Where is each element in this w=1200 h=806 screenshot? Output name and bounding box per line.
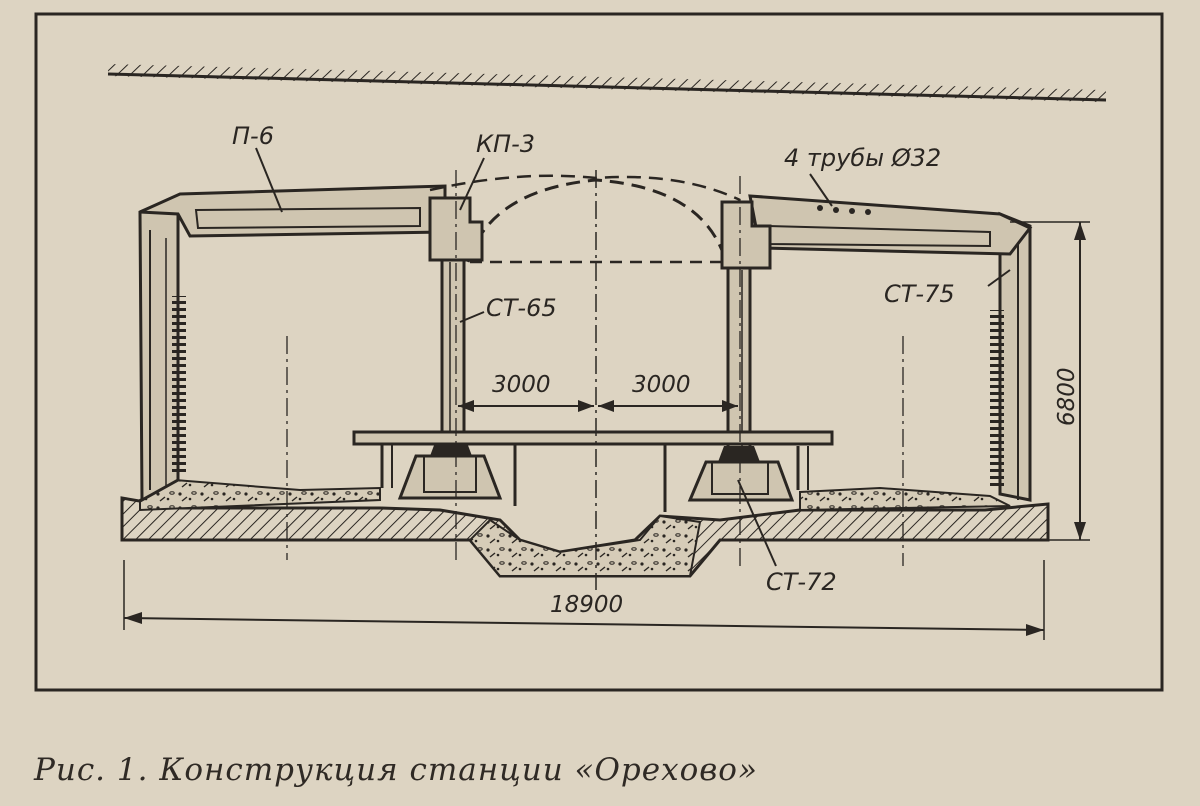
dimension-6800-line	[1010, 221, 1090, 541]
label-pipes: 4 трубы Ø32	[784, 144, 941, 172]
figure-caption: Рис. 1. Конструкция станции «Орехово»	[34, 752, 758, 788]
label-kp3: КП-3	[476, 130, 535, 158]
dimension-3000-right-line	[598, 400, 738, 412]
label-st75: СТ-75	[884, 280, 955, 308]
frame-border	[34, 12, 1164, 692]
right-hall	[990, 211, 1032, 502]
dimension-left-span: 3000	[492, 372, 551, 398]
left-hall	[138, 193, 186, 503]
dimension-height: 6800	[1054, 367, 1080, 426]
dimension-total-width: 18900	[550, 592, 623, 618]
platform	[352, 430, 834, 512]
dimension-18900-line	[123, 560, 1045, 640]
left-column	[397, 196, 503, 500]
dimension-right-span: 3000	[632, 372, 691, 398]
left-roof-slab	[139, 184, 447, 238]
right-column	[687, 200, 795, 502]
label-st65: СТ-65	[486, 294, 557, 322]
leader-lines	[255, 147, 1011, 567]
dimension-3000-left-line	[458, 400, 594, 412]
label-st72: СТ-72	[766, 568, 837, 596]
right-roof-slab	[748, 194, 1033, 256]
label-p6: П-6	[232, 122, 274, 150]
ground-surface	[107, 64, 1107, 103]
foundation-slab	[120, 478, 1050, 578]
center-axis-lines	[286, 170, 904, 590]
